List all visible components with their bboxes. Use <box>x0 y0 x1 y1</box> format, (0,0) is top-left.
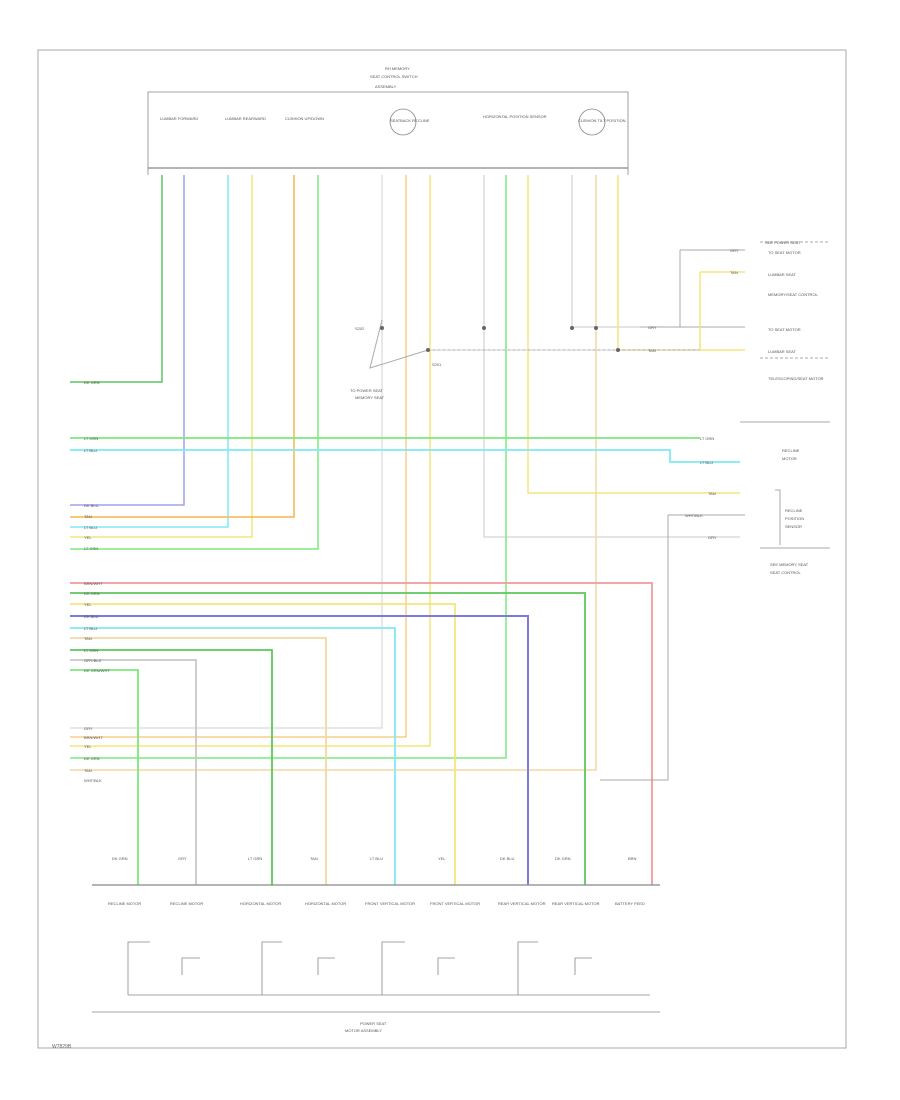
top-components: LUMBAR FORWARD LUMBAR REARWARD CUSHION U… <box>160 108 626 136</box>
wire-label: LT GRN <box>84 436 98 441</box>
right-wire-label: GRY <box>648 325 657 330</box>
right-desc: SEAT CONTROL <box>770 570 802 575</box>
splice-s201: S201 <box>432 362 442 367</box>
wire-label: YEL <box>84 535 92 540</box>
right-wire-label: GRY <box>708 535 717 540</box>
bottom-wire-label: TAN <box>310 856 318 861</box>
wire-label: GRY/BLK <box>84 658 102 663</box>
right-desc: MOTOR <box>782 456 797 461</box>
top-comp-3: SEATBACK RECLINE <box>390 118 430 123</box>
right-desc: RECLINE <box>782 448 800 453</box>
right-desc: MEMORY/SEAT CONTROL <box>768 292 819 297</box>
bottom-comp: RECLINE MOTOR <box>170 901 203 906</box>
bottom-comp: FRONT VERTICAL MOTOR <box>365 901 415 906</box>
bottom-switches <box>92 941 660 1013</box>
wire-label: DK GRN <box>84 591 100 596</box>
diagram-frame <box>37 49 847 1049</box>
connector-label-2: ASSEMBLY <box>375 84 397 89</box>
bottom-components: RECLINE MOTOR RECLINE MOTOR HORIZONTAL M… <box>108 901 645 906</box>
motor-icon <box>389 108 417 136</box>
wire-label: TAN <box>84 514 92 519</box>
wire-label: BRN/WHT <box>84 581 103 586</box>
wire-label: YEL <box>84 602 92 607</box>
bottom-comp: RECLINE MOTOR <box>108 901 141 906</box>
bottom-wire-label: DK GRN <box>555 856 571 861</box>
right-desc: SENSOR <box>785 524 802 529</box>
bottom-comp: FRONT VERTICAL MOTOR <box>430 901 480 906</box>
right-wire-label: LT GRN <box>700 436 714 441</box>
bottom-wire-label: BRN <box>628 856 637 861</box>
wire-label: DK GRN/WHT <box>84 668 110 673</box>
horizontal-wires <box>70 437 740 885</box>
right-wire-label: TAN <box>648 348 656 353</box>
wire-label: LT BLU <box>84 448 97 453</box>
bottom-wire-labels: DK GRN GRY LT GRN TAN LT BLU YEL DK BLU … <box>112 856 637 861</box>
wire-label: LT GRN <box>84 546 98 551</box>
right-desc: TO SEAT MOTOR <box>768 250 801 255</box>
wire-label: LT BLU <box>84 626 97 631</box>
right-callout: SEE POWER SEAT <box>765 240 801 245</box>
bottom-wire-label: LT BLU <box>370 856 383 861</box>
wire-label: DK GRN <box>84 756 100 761</box>
right-desc: POSITION <box>785 516 804 521</box>
wire-label: LT BLU <box>84 525 97 530</box>
right-wire-label: LT BLU <box>700 460 713 465</box>
top-comp-2: CUSHION UP/DOWN <box>285 116 324 121</box>
bottom-comp: REAR VERTICAL MOTOR <box>552 901 600 906</box>
left-wire-labels: DK GRN LT GRN LT BLU DK BLU TAN LT BLU Y… <box>84 380 110 783</box>
right-connections <box>369 241 830 781</box>
wire-label: WHT/BLK <box>84 778 102 783</box>
bottom-comp: HORIZONTAL MOTOR <box>240 901 281 906</box>
right-wire-label: GRY <box>730 248 739 253</box>
top-connector: RH MEMORY SEAT CONTROL SWITCH ASSEMBLY <box>147 66 629 175</box>
wire-label: BRN/WHT <box>84 735 103 740</box>
right-desc: SEE MEMORY SEAT <box>770 562 809 567</box>
wire-label: DK GRN <box>84 380 100 385</box>
bottom-wire-label: YEL <box>438 856 446 861</box>
wire-label: YEL <box>84 744 92 749</box>
right-desc: LUMBAR SEAT <box>768 272 796 277</box>
right-desc: TO SEAT MOTOR <box>768 327 801 332</box>
splice-s202: S202 <box>355 326 365 331</box>
wire-label: GRY <box>84 726 93 731</box>
bottom-comp: REAR VERTICAL MOTOR <box>498 901 546 906</box>
bottom-wire-label: LT GRN <box>248 856 262 861</box>
top-comp-5: CUSHION TILT POSITION <box>578 118 626 123</box>
right-wire-label: WHT/BLK <box>685 513 703 518</box>
wire-label: TAN <box>84 636 92 641</box>
splice-note-2: MEMORY SEAT <box>355 395 385 400</box>
right-wire-label: TAN <box>730 270 738 275</box>
top-comp-4: HORIZONTAL POSITION SENSOR <box>483 114 547 119</box>
splices <box>380 326 620 352</box>
wire-label: DK BLU <box>84 614 99 619</box>
reference-code: W7829B <box>52 1044 72 1050</box>
bottom-comp: HORIZONTAL MOTOR <box>305 901 346 906</box>
bottom-wire-label: DK BLU <box>500 856 515 861</box>
wire-label: TAN <box>84 768 92 773</box>
motor-icon <box>578 108 606 136</box>
top-comp-1: LUMBAR REARWARD <box>225 116 266 121</box>
bottom-comp: BATTERY FEED <box>615 901 645 906</box>
connector-label-0: RH MEMORY <box>385 66 410 71</box>
bottom-wire-label: GRY <box>178 856 187 861</box>
right-labels: SEE POWER SEAT GRY TAN GRY TAN TO SEAT M… <box>648 240 824 575</box>
right-desc: RECLINE <box>785 508 803 513</box>
top-wires <box>70 175 740 771</box>
wire-label: DK BLU <box>84 503 99 508</box>
bottom-ground-label-2: MOTOR ASSEMBLY <box>345 1028 382 1033</box>
splice-note-1: TO POWER SEAT <box>350 388 384 393</box>
bottom-wire-label: DK GRN <box>112 856 128 861</box>
connector-label-1: SEAT CONTROL SWITCH <box>370 74 418 79</box>
wire-label: LT GRN <box>84 648 98 653</box>
right-desc: TELESCOPING/SEAT MOTOR <box>768 376 824 381</box>
bottom-ground-label: POWER SEAT <box>360 1021 387 1026</box>
right-desc: LUMBAR SEAT <box>768 349 796 354</box>
right-wire-label: TAN <box>708 491 716 496</box>
top-comp-0: LUMBAR FORWARD <box>160 116 198 121</box>
